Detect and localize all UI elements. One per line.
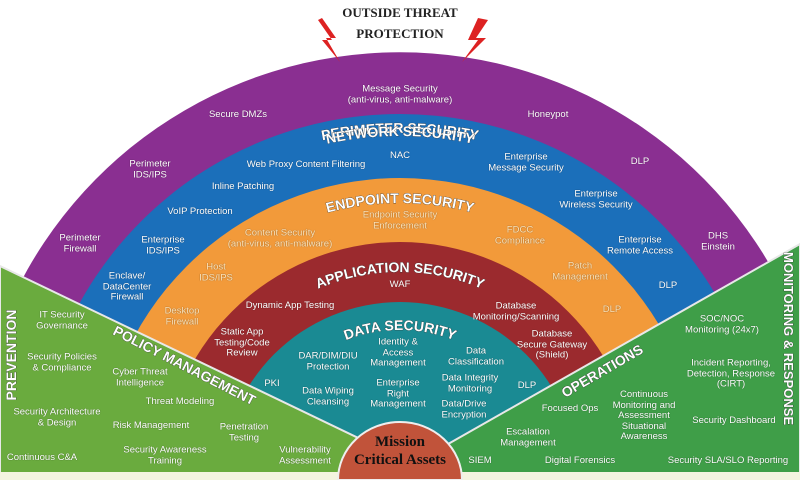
header-line1: OUTSIDE THREAT [342,5,458,20]
perimeter-item: DLP [630,155,650,167]
network-item: Inline Patching [211,180,275,192]
policy-item: Threat Modeling [145,395,215,407]
header-line2: PROTECTION [356,26,444,41]
operations-item: Digital Forensics [544,454,616,466]
application-item: Dynamic App Testing [245,299,335,311]
operations-item: Security Dashboard [692,414,776,426]
operations-wedge [419,242,800,480]
lightning-right-icon [462,18,488,62]
core-line2: Critical Assets [354,452,446,468]
lightning-left-icon [318,18,340,62]
network-item: NAC [389,149,411,161]
endpoint-item: DLP [602,303,622,315]
perimeter-item: Secure DMZs [208,108,268,120]
network-item: VoIP Protection [167,205,233,217]
prevention-title: PREVENTION [3,309,19,400]
mission-critical-core [336,421,464,480]
endpoint-item: Content Security(anti-virus, anti-malwar… [227,227,333,249]
core-line1: Mission [375,434,426,450]
data-item: DLP [517,379,537,391]
operations-item: SIEM [468,454,492,466]
policy-item: Security Policies& Compliance [27,351,97,373]
network-item: Web Proxy Content Filtering [246,158,366,170]
policy-item: Risk Management [112,419,190,431]
data-item: PKI [264,377,280,389]
network-item: DLP [658,279,678,291]
perimeter-item: Honeypot [527,108,569,120]
policy-item: Security Architecture& Design [13,406,101,428]
policy-management-wedge [0,264,401,480]
policy-item: Continuous C&A [6,451,78,463]
perimeter-item: Message Security(anti-virus, anti-malwar… [347,83,453,105]
operations-item: Focused Ops [541,402,599,414]
monitoring-response-title: MONITORING & RESPONSE [781,252,796,425]
operations-item: Security SLA/SLO Reporting [667,454,789,466]
application-item: WAF [389,278,411,290]
operations-item: Incident Reporting,Detection, Response(C… [686,357,776,390]
